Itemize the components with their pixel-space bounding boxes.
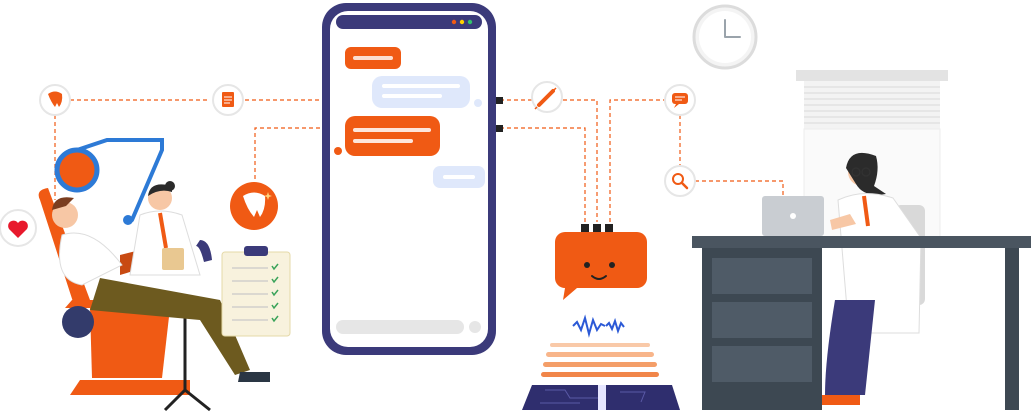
connector-right-b <box>500 127 586 222</box>
voice-wave <box>572 314 625 338</box>
clock-icon <box>692 4 758 70</box>
connector-left-mid <box>254 127 320 180</box>
voice-robot <box>522 224 680 410</box>
doctor-office-scene <box>692 70 1031 410</box>
connector-right-c <box>609 99 665 222</box>
connector-right-a <box>500 99 598 222</box>
connector-right-e <box>695 180 784 195</box>
chat-icon <box>664 84 696 116</box>
phone-status-bar <box>336 15 482 29</box>
chat-bubble-3 <box>345 116 440 156</box>
heart-icon <box>0 209 37 247</box>
syringe-icon <box>531 81 563 113</box>
window-blind <box>796 70 948 81</box>
phone-input-bar <box>336 320 464 334</box>
phone-mockup <box>322 3 503 355</box>
tooth-sparkle-icon <box>230 182 278 230</box>
chat-bubble-2 <box>372 76 470 108</box>
connector-lines <box>54 99 784 222</box>
hologram-rings <box>541 343 659 377</box>
search-icon <box>664 165 696 197</box>
desk-top <box>692 236 1031 248</box>
document-icon <box>212 84 244 116</box>
tooth-icon <box>39 84 71 116</box>
dental-scene <box>38 138 291 412</box>
